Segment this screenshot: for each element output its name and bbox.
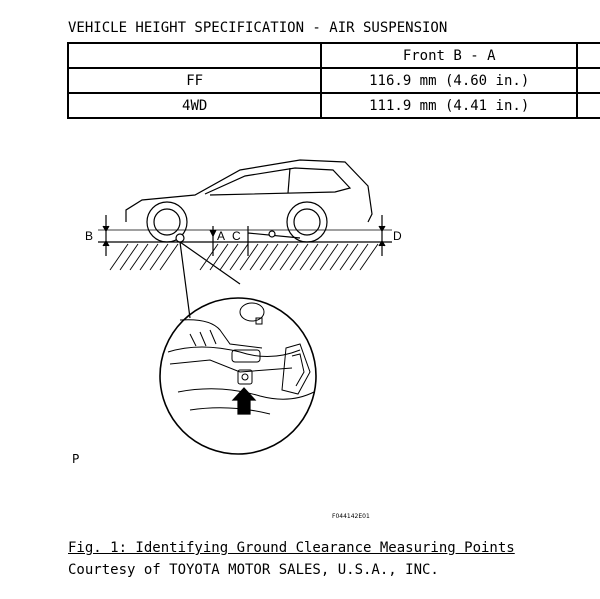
callout-lines bbox=[179, 241, 241, 319]
table-header-cell: Front B - A bbox=[320, 42, 579, 69]
spec-table: Front B - A FF 116.9 mm (4.60 in.) 4WD 1… bbox=[66, 42, 600, 119]
front-wheel-inner bbox=[153, 208, 181, 236]
table-header-cell bbox=[576, 42, 600, 69]
label-d: D bbox=[393, 229, 402, 243]
table-cell bbox=[576, 67, 600, 94]
ground-hatching bbox=[109, 243, 379, 271]
car-window-line bbox=[204, 167, 352, 196]
figure-p-label: P bbox=[72, 452, 80, 466]
table-header-cell bbox=[66, 42, 323, 69]
table-header-row: Front B - A bbox=[66, 42, 600, 69]
table-cell: 116.9 mm (4.60 in.) bbox=[320, 67, 579, 94]
vehicle-height-diagram: B A C D bbox=[85, 159, 402, 455]
table-cell bbox=[576, 92, 600, 119]
table-cell: 4WD bbox=[66, 92, 323, 119]
car-pillar-line bbox=[287, 167, 291, 194]
measurement-point-arrow bbox=[231, 387, 257, 415]
label-c: C bbox=[232, 229, 241, 243]
measuring-point-rear bbox=[268, 230, 276, 238]
table-cell: 111.9 mm (4.41 in.) bbox=[320, 92, 579, 119]
document-title: VEHICLE HEIGHT SPECIFICATION - AIR SUSPE… bbox=[68, 20, 448, 36]
figure-code: F044142E01 bbox=[332, 513, 370, 520]
measuring-point-front bbox=[175, 233, 185, 243]
detail-magnifier-circle bbox=[159, 297, 317, 455]
detail-suspension-parts bbox=[167, 302, 315, 415]
table-cell: FF bbox=[66, 67, 323, 94]
rear-wheel bbox=[286, 201, 328, 243]
figure-caption: Fig. 1: Identifying Ground Clearance Mea… bbox=[68, 540, 515, 556]
table-row: 4WD 111.9 mm (4.41 in.) bbox=[66, 92, 600, 119]
label-a: A bbox=[217, 229, 225, 243]
rear-wheel-inner bbox=[293, 208, 321, 236]
courtesy-line: Courtesy of TOYOTA MOTOR SALES, U.S.A., … bbox=[68, 562, 439, 578]
car-body-outline bbox=[125, 159, 373, 223]
table-row: FF 116.9 mm (4.60 in.) bbox=[66, 67, 600, 94]
label-b: B bbox=[85, 229, 93, 243]
